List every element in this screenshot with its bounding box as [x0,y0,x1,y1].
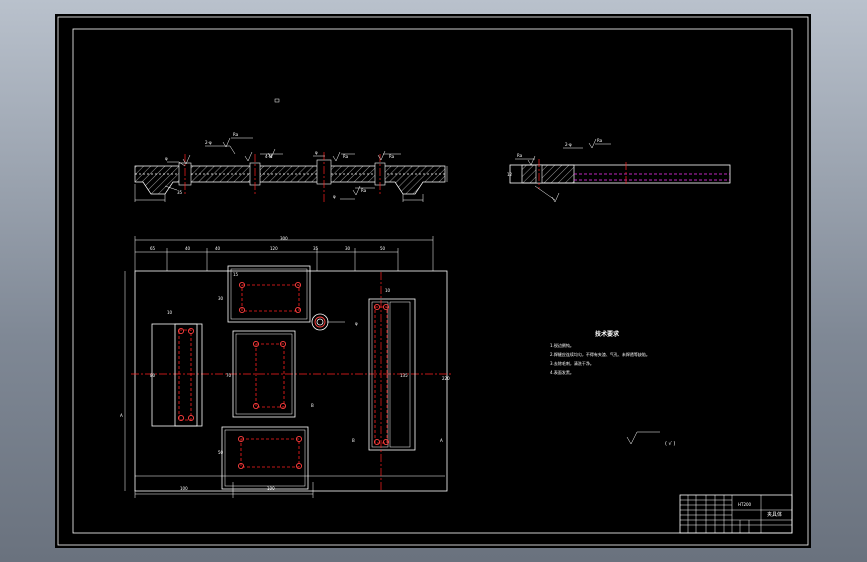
svg-text:100: 100 [267,486,275,491]
svg-text:φ: φ [165,156,168,161]
svg-text:Ra: Ra [233,132,239,137]
tech-req-item-3: 3.去除毛刺，清洗干净。 [550,360,594,366]
section-label-b2: B [352,438,355,443]
svg-text:35: 35 [313,246,319,251]
svg-text:120: 120 [270,246,278,251]
svg-text:Ra: Ra [361,188,367,193]
svg-text:30: 30 [218,296,224,301]
svg-text:30: 30 [345,246,351,251]
title-block-material: HT200 [738,502,752,507]
title-block-name: 夹具体 [767,511,782,518]
front-section-view: φ 2-φ Ra 4-M φ Ra Ra Ra φ 35 [134,132,448,202]
svg-text:2-φ: 2-φ [205,140,212,145]
svg-text:12: 12 [507,172,513,177]
svg-text:40: 40 [215,246,221,251]
outer-border [57,16,809,546]
cad-drawing: φ 2-φ Ra 4-M φ Ra Ra Ra φ 35 Ra 2-φ [57,16,809,546]
svg-text:40: 40 [185,246,191,251]
svg-text:300: 300 [280,236,288,241]
base-plate-outline [134,270,448,492]
svg-text:50: 50 [380,246,386,251]
svg-text:15: 15 [233,272,239,277]
section-label-a-right: A [440,438,443,443]
svg-text:Ra: Ra [343,154,349,159]
svg-text:65: 65 [150,246,156,251]
svg-text:φ: φ [315,150,318,155]
roughness-symbol: ( √ ) [626,431,675,447]
svg-text:135: 135 [400,373,408,378]
tech-req-item-1: 1.锐边倒钝。 [550,342,574,348]
plan-view: φ 65 40 40 120 35 30 50 300 100 100 15 3… [120,236,451,498]
view-mark [274,98,280,103]
svg-text:4-M: 4-M [265,154,273,159]
svg-text:Ra: Ra [597,138,603,143]
tech-req-item-2: 2.焊缝应连续均匀，不得有夹渣、气孔、未焊透等缺陷。 [550,351,650,357]
cad-viewport[interactable]: φ 2-φ Ra 4-M φ Ra Ra Ra φ 35 Ra 2-φ [55,14,811,548]
svg-text:Ra: Ra [389,154,395,159]
technical-requirements: 技术要求 1.锐边倒钝。 2.焊缝应连续均匀，不得有夹渣、气孔、未焊透等缺陷。 … [550,330,650,375]
section-label-a-left: A [120,413,123,418]
svg-text:220: 220 [442,376,450,381]
inner-border [72,28,793,534]
tech-req-item-4: 4.表面发黑。 [550,369,574,375]
tech-req-title: 技术要求 [595,330,620,338]
svg-text:50: 50 [218,450,224,455]
title-block: HT200 夹具体 [679,494,793,534]
side-view: Ra 2-φ Ra 12 [507,138,731,203]
svg-text:10: 10 [385,288,391,293]
svg-text:2-φ: 2-φ [565,142,572,147]
svg-text:100: 100 [180,486,188,491]
svg-text:φ: φ [355,321,358,326]
svg-text:35: 35 [177,190,183,195]
svg-text:Ra: Ra [517,153,523,158]
svg-text:10: 10 [167,310,173,315]
svg-text:80: 80 [150,373,156,378]
roughness-note: ( √ ) [665,441,675,447]
svg-text:φ: φ [333,194,336,199]
svg-text:70: 70 [226,373,232,378]
section-label-b: B [311,403,314,408]
